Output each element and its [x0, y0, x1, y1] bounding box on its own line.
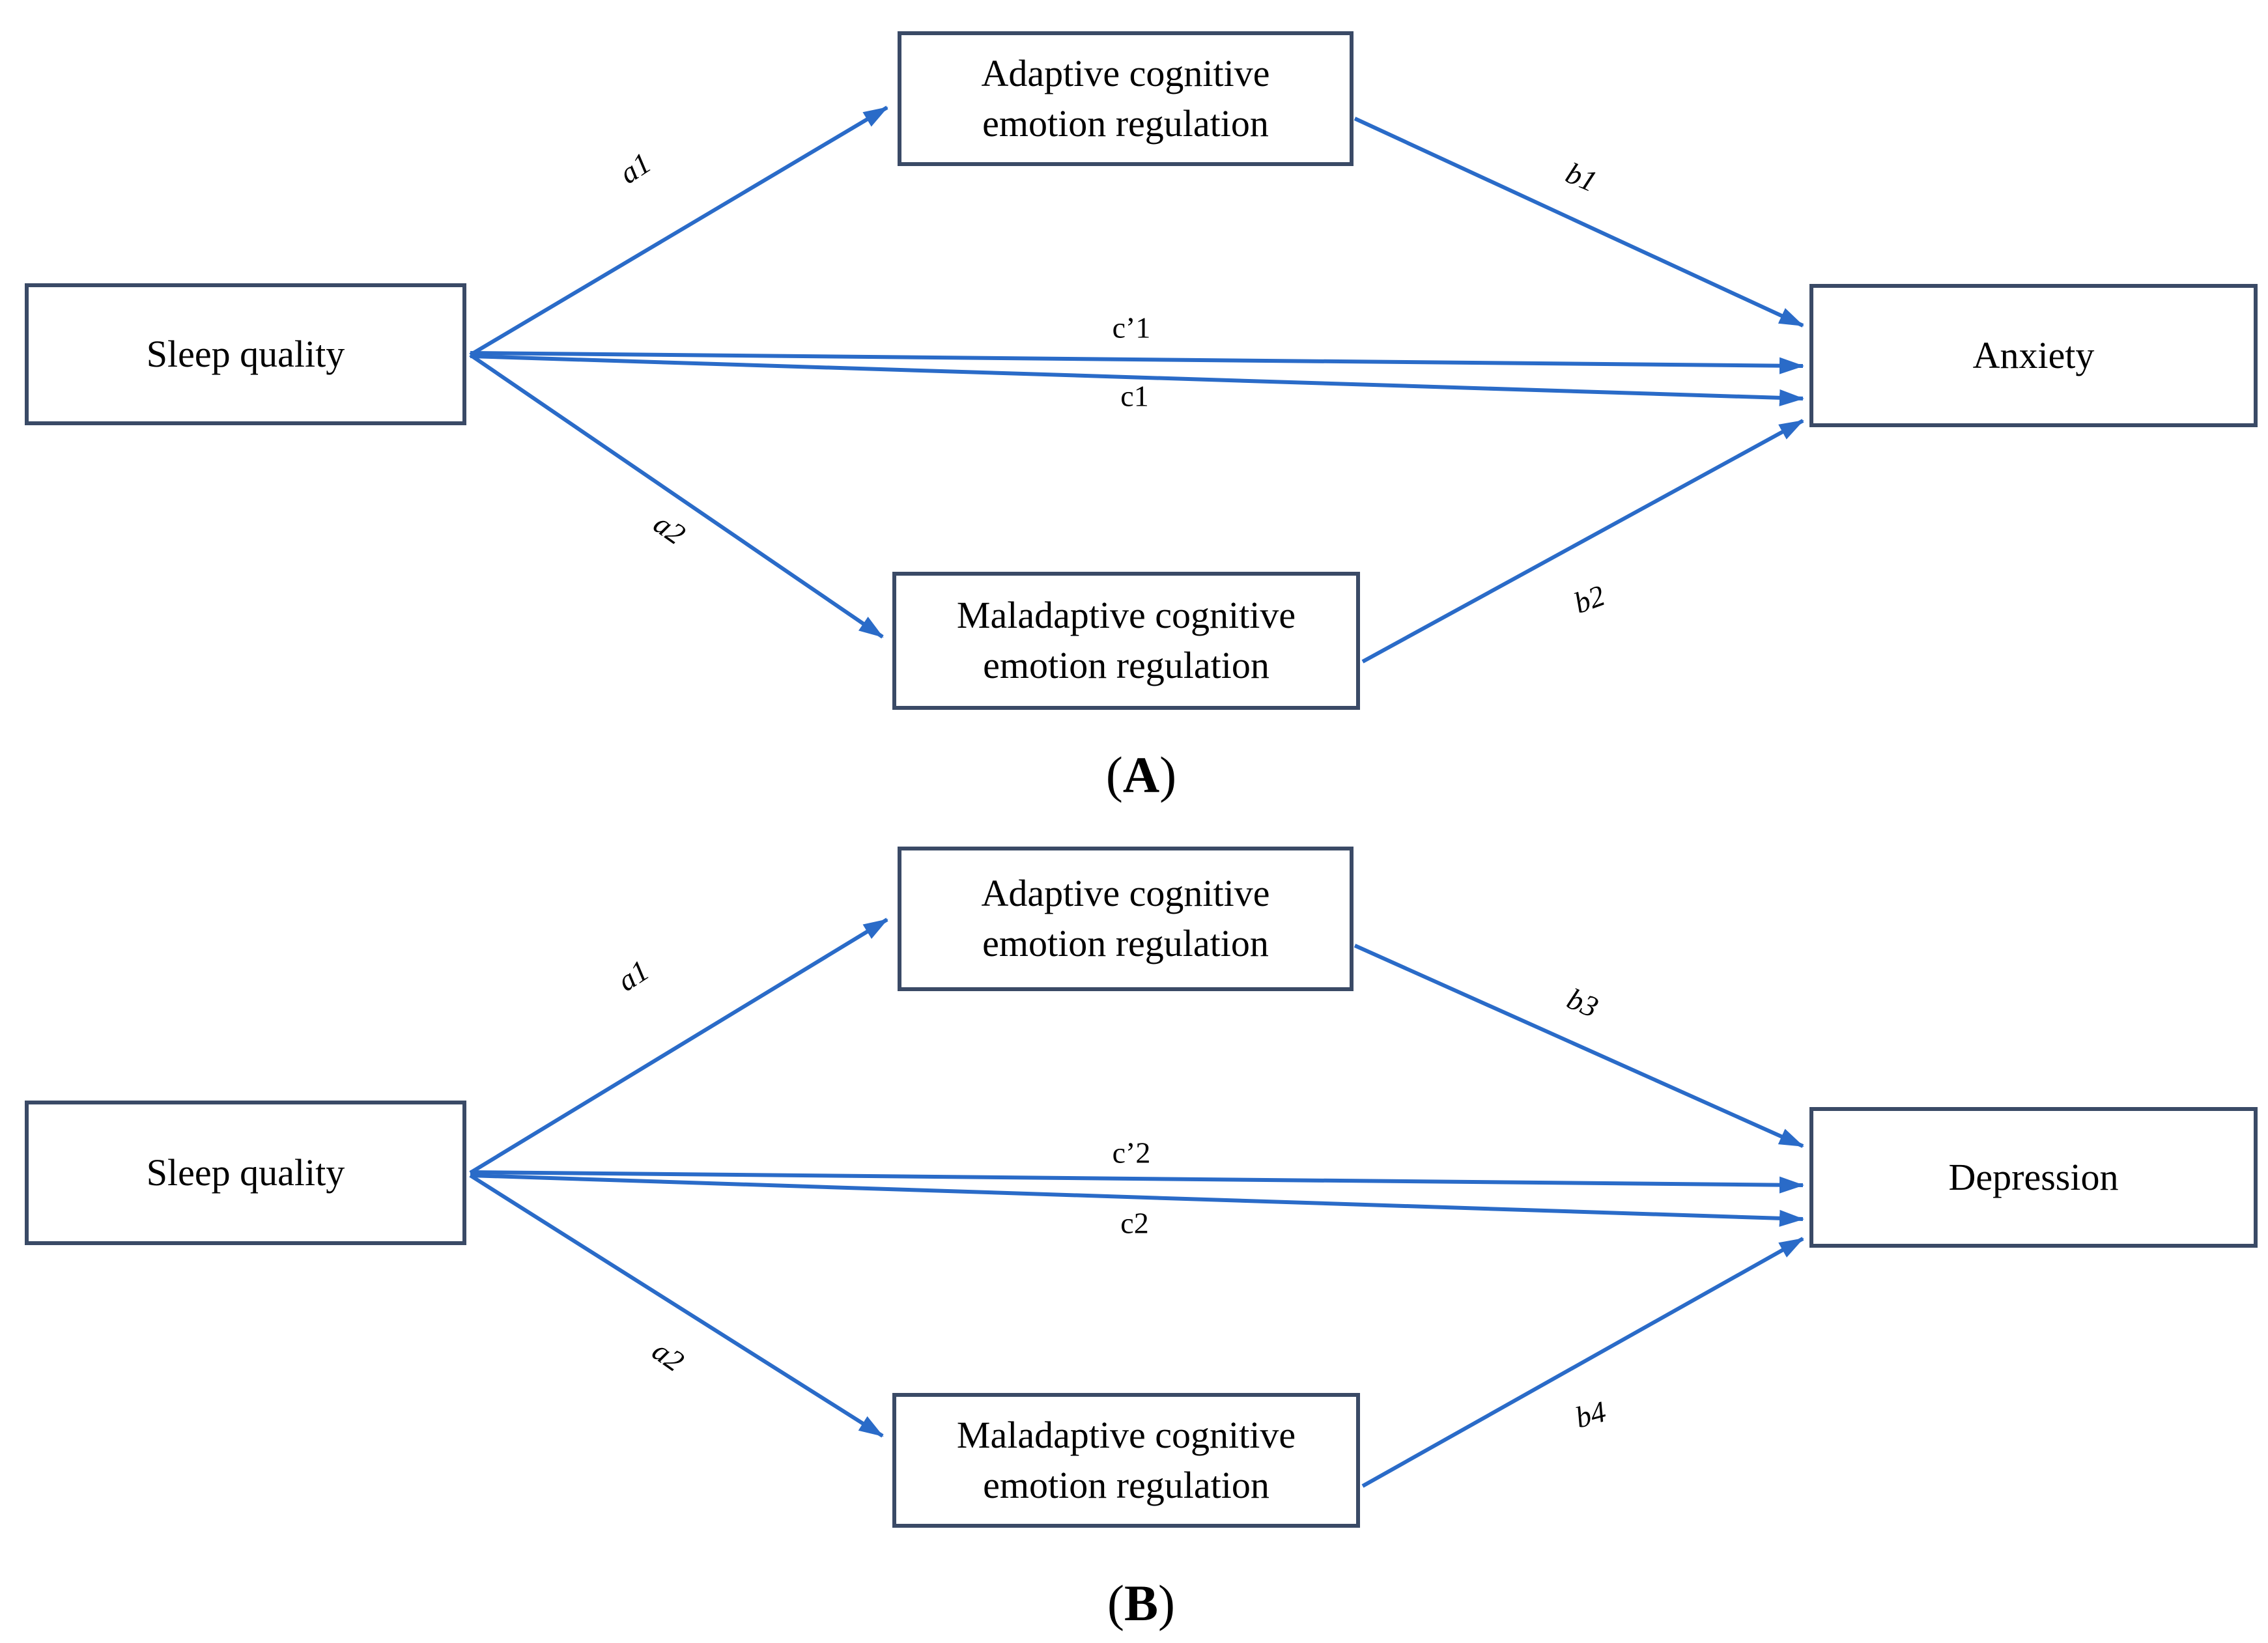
panel-b-caption-letter: B: [1124, 1575, 1159, 1631]
panel-b-caption-close-paren: ): [1158, 1575, 1175, 1631]
panel-a-caption-letter: A: [1122, 746, 1160, 803]
panel-a-maladaptive-regulation-box: Maladaptive cognitive emotion regulation: [892, 572, 1360, 710]
panel-b-label-c2: c2: [1120, 1206, 1149, 1240]
panel-a-label-c1: c1: [1120, 379, 1149, 413]
panel-a-path-c-arrow: [470, 354, 1804, 406]
panel-b-maladaptive-regulation-box: Maladaptive cognitive emotion regulation: [892, 1393, 1360, 1528]
panel-b-path-c-prime-arrow: [470, 1170, 1804, 1194]
panel-a-path-b1-arrow: [1354, 117, 1804, 328]
panel-b-path-a1-arrow: [469, 918, 888, 1175]
panel-a-path-a2-arrow: [469, 353, 884, 639]
panel-b-path-a2-arrow: [469, 1173, 884, 1438]
panel-a-caption-open-paren: (: [1105, 746, 1123, 803]
panel-a-caption-close-paren: ): [1159, 746, 1177, 803]
panel-b-sleep-quality-box: Sleep quality: [25, 1101, 466, 1245]
panel-a-label-c-prime-1: c’1: [1112, 311, 1151, 344]
panel-a-sleep-quality-box: Sleep quality: [25, 283, 466, 425]
panel-b-caption-open-paren: (: [1107, 1575, 1124, 1631]
panel-b-adaptive-regulation-box: Adaptive cognitive emotion regulation: [898, 847, 1354, 991]
panel-b-label-c-prime-2: c’2: [1112, 1136, 1151, 1170]
panel-a-caption: (A): [1106, 746, 1176, 804]
panel-a-path-a1-arrow: [469, 105, 888, 357]
panel-b-depression-box: Depression: [1809, 1107, 2258, 1248]
panel-b-path-b3-arrow: [1354, 944, 1804, 1148]
panel-a-anxiety-box: Anxiety: [1809, 284, 2258, 427]
panel-b-path-b4-arrow: [1361, 1237, 1804, 1488]
panel-b-caption: (B): [1107, 1574, 1175, 1633]
panel-b-path-c-arrow: [470, 1173, 1804, 1227]
panel-a-path-b2-arrow: [1361, 419, 1804, 664]
panel-a-adaptive-regulation-box: Adaptive cognitive emotion regulation: [898, 31, 1354, 166]
panel-a-path-c-prime-arrow: [470, 351, 1804, 374]
